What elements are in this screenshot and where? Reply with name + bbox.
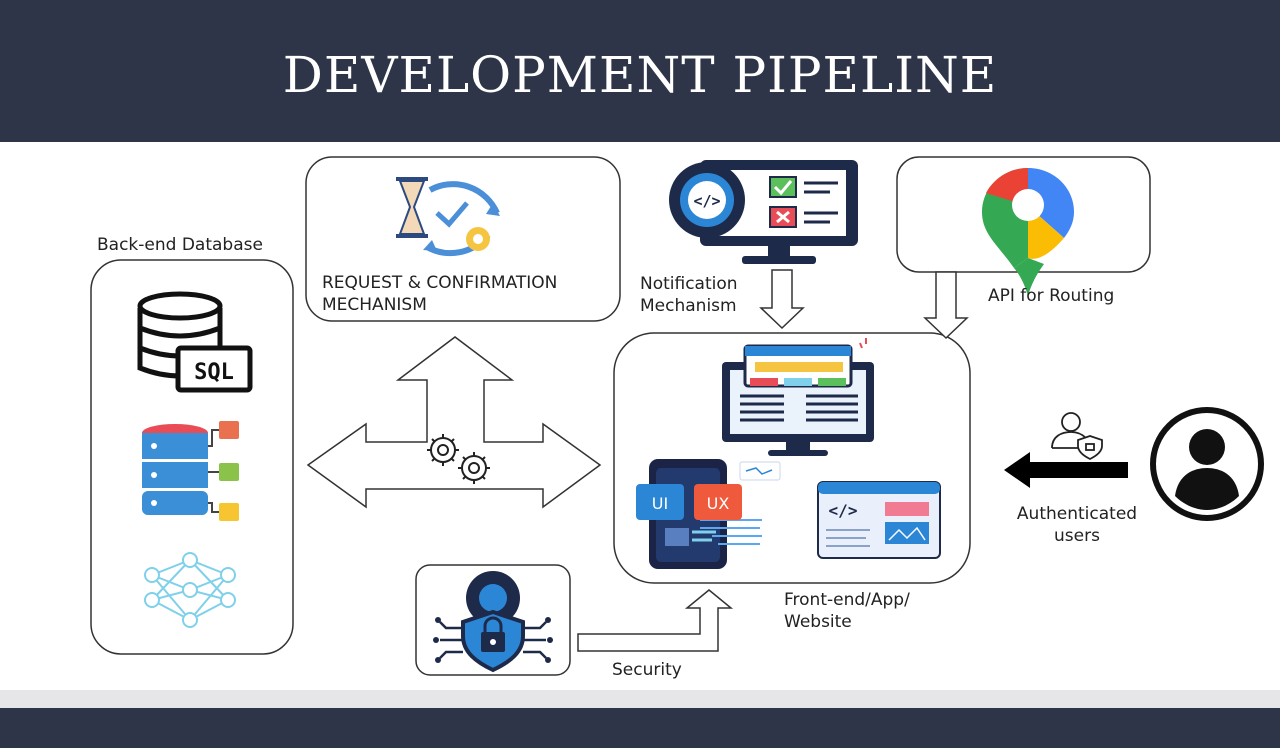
api-down-arrow — [923, 271, 969, 340]
backend-database-box — [90, 259, 294, 655]
user-avatar-icon — [1150, 407, 1264, 521]
authenticated-users-label-line2: users — [1054, 526, 1100, 546]
central-cross-arrow — [306, 336, 602, 509]
notification-label-line2: Mechanism — [640, 296, 737, 316]
user-lock-icon — [1051, 412, 1103, 461]
sql-database-icon: SQL — [137, 291, 253, 393]
code-tag-text: </> — [693, 192, 720, 210]
title-bar: DEVELOPMENT PIPELINE — [0, 0, 1280, 142]
request-mechanism-label-line2: MECHANISM — [322, 295, 427, 315]
neural-network-icon — [144, 552, 236, 628]
server-stack-icon — [142, 421, 239, 521]
notification-label-line1: Notification — [640, 274, 738, 294]
hourglass-cycle-icon — [396, 177, 500, 257]
frontend-label-line2: Website — [784, 612, 852, 632]
authenticated-users-label-line1: Authenticated — [1016, 504, 1138, 524]
frontend-box — [613, 332, 971, 584]
web-layout-monitor-icon — [722, 338, 874, 456]
frontend-label-line1: Front-end/App/ — [784, 590, 910, 610]
code-window-icon: </> — [817, 481, 941, 559]
api-routing-label: API for Routing — [988, 286, 1115, 306]
page-title: DEVELOPMENT PIPELINE — [282, 46, 998, 104]
security-box — [415, 564, 571, 676]
ux-text: UX — [707, 494, 730, 513]
notification-down-arrow — [759, 269, 805, 330]
maps-pin-icon — [982, 168, 1074, 296]
request-mechanism-label-line1: REQUEST & CONFIRMATION — [322, 273, 558, 293]
mobile-ui-ux-icon: UI UX — [636, 459, 781, 569]
security-label: Security — [612, 660, 682, 680]
ui-text: UI — [652, 494, 668, 513]
request-mechanism-box — [305, 156, 621, 322]
code-monitor-icon: </> — [669, 160, 858, 264]
code-window-tag-text: </> — [829, 501, 858, 520]
bottom-bar — [0, 690, 1280, 748]
auth-left-arrow — [1004, 452, 1128, 488]
security-elbow-arrow — [577, 589, 734, 652]
security-shield-icon — [433, 571, 553, 673]
sql-text: SQL — [194, 360, 234, 385]
gears-icon — [427, 434, 490, 484]
backend-database-label: Back-end Database — [97, 235, 263, 255]
